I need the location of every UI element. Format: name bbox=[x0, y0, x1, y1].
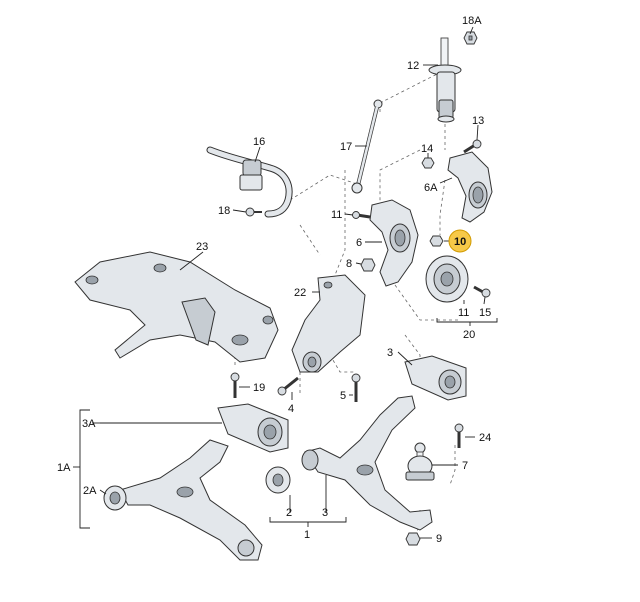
label-14: 14 bbox=[421, 143, 433, 155]
bolt-18-part bbox=[245, 207, 262, 217]
label-22: 22 bbox=[294, 287, 306, 299]
bearing-3-upper-part bbox=[404, 355, 467, 401]
label-23: 23 bbox=[196, 241, 208, 253]
wheel-hub-part bbox=[425, 255, 469, 303]
label-18A: 18A bbox=[462, 15, 482, 27]
bearing-3A-part bbox=[217, 403, 289, 453]
label-9: 9 bbox=[436, 533, 442, 545]
bolt-5-part bbox=[351, 373, 361, 402]
bolt-11-upper-part bbox=[352, 211, 371, 219]
leader-lines bbox=[73, 26, 498, 539]
label-2: 2 bbox=[286, 507, 292, 519]
wheel-bearing-housing-6-part bbox=[369, 199, 419, 287]
nut-14-part bbox=[421, 157, 435, 169]
wishbone-1A-part bbox=[119, 439, 263, 561]
nut-9-part bbox=[405, 532, 421, 546]
label-16: 16 bbox=[253, 136, 265, 148]
part-labels: 18A 12 13 14 6A 16 17 18 11 10 6 8 23 22… bbox=[57, 15, 491, 545]
highlight-marker-10 bbox=[448, 229, 472, 253]
wheel-bearing-housing-6A-part bbox=[447, 151, 493, 223]
label-5: 5 bbox=[340, 390, 346, 402]
label-11-upper: 11 bbox=[331, 209, 342, 221]
label-24: 24 bbox=[479, 432, 491, 444]
nut-8-part bbox=[360, 258, 376, 272]
bolt-24-part bbox=[454, 423, 464, 448]
assembly-dashed-lines bbox=[234, 69, 460, 536]
nut-10-part bbox=[429, 235, 444, 247]
subframe-23-part bbox=[74, 251, 279, 363]
label-3A: 3A bbox=[82, 418, 96, 430]
label-13: 13 bbox=[472, 115, 484, 127]
ball-joint-7-part bbox=[405, 442, 435, 481]
label-10: 10 bbox=[454, 236, 466, 248]
stabilizer-bar-16-part bbox=[206, 146, 293, 218]
nut-18A-part bbox=[463, 31, 478, 45]
label-19: 19 bbox=[253, 382, 265, 394]
label-11-lower: 11 bbox=[458, 307, 469, 319]
label-3-upper: 3 bbox=[387, 347, 393, 359]
label-12: 12 bbox=[407, 60, 419, 72]
label-6: 6 bbox=[356, 237, 362, 249]
bracket-22-part bbox=[291, 274, 366, 373]
label-17: 17 bbox=[340, 141, 352, 153]
bolt-15-part bbox=[473, 285, 491, 298]
label-20: 20 bbox=[463, 329, 475, 341]
label-3-lower: 3 bbox=[322, 507, 328, 519]
label-18: 18 bbox=[218, 205, 230, 217]
bolt-19-part bbox=[230, 372, 240, 398]
label-8: 8 bbox=[346, 258, 352, 270]
wishbone-1-part bbox=[301, 395, 433, 531]
label-15: 15 bbox=[479, 307, 491, 319]
bush-2A-part bbox=[103, 485, 127, 511]
bolt-13-part bbox=[463, 139, 482, 154]
coupling-rod-17-part bbox=[351, 99, 383, 194]
bolt-4-part bbox=[277, 376, 299, 396]
label-1: 1 bbox=[304, 529, 310, 541]
label-2A: 2A bbox=[83, 485, 97, 497]
label-7: 7 bbox=[462, 460, 468, 472]
bush-2-part bbox=[265, 466, 291, 494]
strut-12-part bbox=[428, 37, 462, 123]
label-4: 4 bbox=[288, 403, 294, 415]
label-1A: 1A bbox=[57, 462, 71, 474]
label-6A: 6A bbox=[424, 182, 438, 194]
